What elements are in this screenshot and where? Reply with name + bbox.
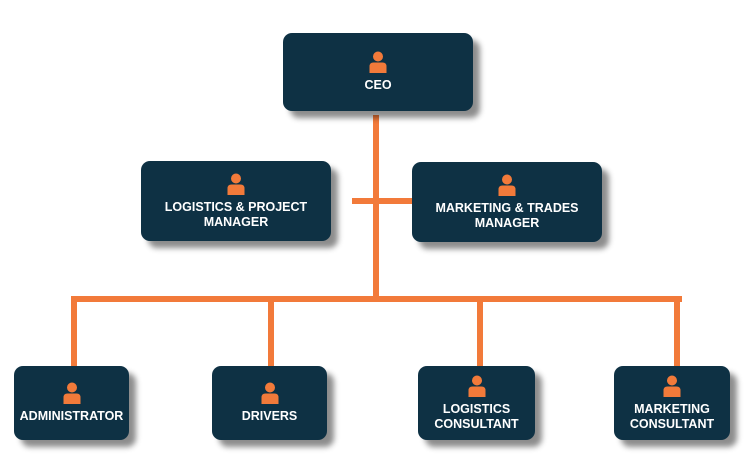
connector-staff-bus	[71, 296, 682, 302]
person-icon	[369, 51, 387, 73]
org-node-ceo: CEO	[283, 33, 473, 111]
connector-ceo-trunk	[373, 115, 379, 299]
org-node-drivers: DRIVERS	[212, 366, 327, 440]
org-node-logistics-project-manager: LOGISTICS & PROJECT MANAGER	[141, 161, 331, 241]
org-node-label: LOGISTICS CONSULTANT	[434, 401, 519, 431]
person-icon	[498, 174, 516, 196]
person-icon	[63, 382, 80, 404]
org-node-marketing-consultant: MARKETING CONSULTANT	[614, 366, 730, 440]
org-node-label: MARKETING & TRADES MANAGER	[435, 200, 579, 230]
person-icon	[261, 382, 278, 404]
org-node-label: DRIVERS	[241, 409, 298, 423]
connector-managers	[352, 198, 412, 204]
person-icon	[227, 173, 245, 195]
org-node-marketing-trades-manager: MARKETING & TRADES MANAGER	[412, 162, 602, 242]
org-node-label: LOGISTICS & PROJECT MANAGER	[164, 199, 308, 229]
connector-administrator	[71, 296, 77, 368]
org-node-label: MARKETING CONSULTANT	[629, 401, 715, 431]
connector-logistics-consultant	[477, 296, 483, 368]
connector-drivers	[268, 296, 274, 368]
org-node-label: ADMINISTRATOR	[19, 409, 124, 423]
person-icon	[468, 375, 485, 397]
org-node-logistics-consultant: LOGISTICS CONSULTANT	[418, 366, 535, 440]
org-node-label: CEO	[364, 78, 392, 92]
connector-marketing-consultant	[674, 296, 680, 368]
org-node-administrator: ADMINISTRATOR	[14, 366, 129, 440]
person-icon	[663, 375, 681, 397]
